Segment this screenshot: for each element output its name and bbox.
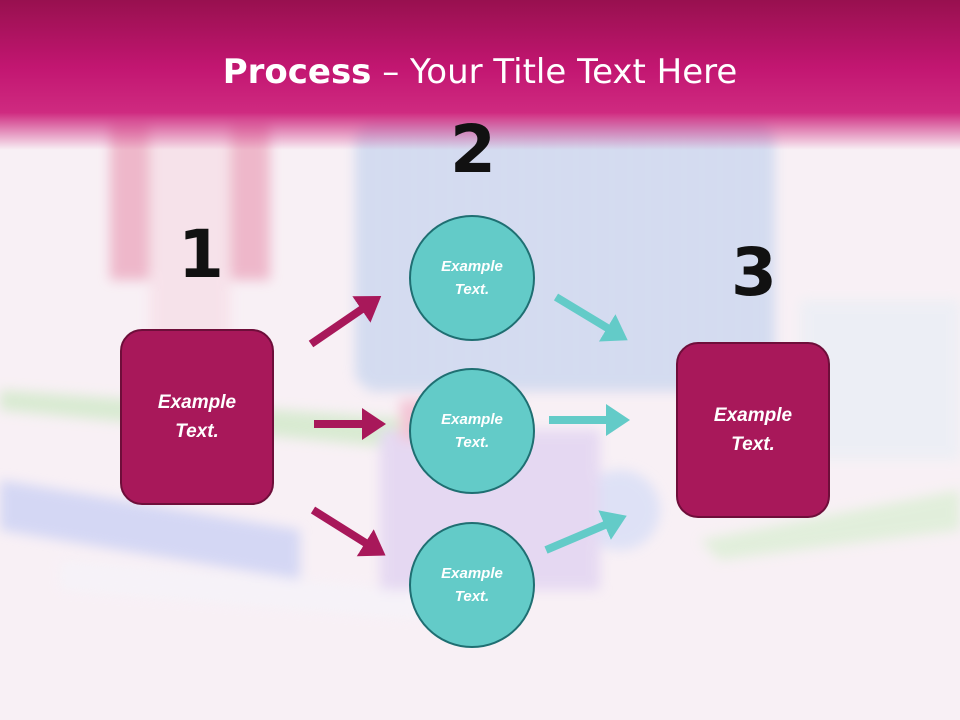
- title-bold: Process: [222, 52, 372, 92]
- arrow-circle-1-to-right: [553, 293, 628, 342]
- box-text-line1: Example: [157, 392, 237, 413]
- arrow-circle-3-to-right: [544, 510, 627, 554]
- title-rest: – Your Title Text Here: [371, 52, 738, 92]
- step-number-2: 2: [450, 111, 496, 188]
- arrow-left-to-circle-3: [310, 506, 386, 557]
- box-text-line2: Text.: [175, 421, 219, 442]
- box-text-line1: Example: [713, 405, 793, 426]
- arrow-left-to-circle-1: [308, 295, 382, 348]
- circle-text-line2: Text.: [454, 281, 490, 298]
- circle-text-line1: Example: [441, 411, 503, 428]
- page-title: Process – Your Title Text Here: [0, 52, 960, 92]
- step-number-3: 3: [731, 234, 777, 311]
- circle-text-line1: Example: [441, 565, 503, 582]
- circle-text-line1: Example: [441, 258, 503, 275]
- circle-text-line2: Text.: [454, 588, 490, 605]
- box-text-line2: Text.: [731, 434, 775, 455]
- header-bar: [0, 0, 960, 150]
- step-number-1: 1: [178, 216, 224, 293]
- circle-text-line2: Text.: [454, 434, 490, 451]
